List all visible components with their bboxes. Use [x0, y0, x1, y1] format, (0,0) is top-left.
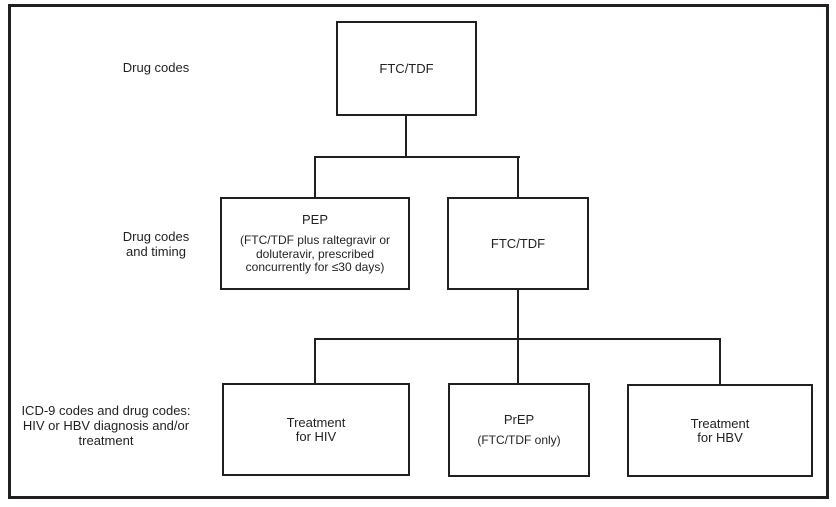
node-detail: (FTC/TDF only)	[477, 433, 561, 448]
connector-to-prep-box	[517, 338, 519, 385]
node-detail: (FTC/TDF plus raltegravir or doluteravir…	[240, 234, 390, 275]
connector-branch-1-horizontal	[314, 156, 520, 158]
node-title-line: Treatment	[690, 415, 750, 431]
node-title: FTC/TDF	[379, 61, 434, 76]
node-detail-line: doluteravir, prescribed	[255, 246, 375, 261]
row-label-drug-codes: Drug codes	[122, 60, 190, 75]
connector-to-treatment-hbv-box	[719, 338, 721, 386]
node-prep: PrEP (FTC/TDF only)	[448, 383, 590, 477]
node-title: PrEP	[503, 412, 535, 428]
connector-mid-box-down	[517, 288, 519, 340]
node-title-line: for HIV	[295, 428, 337, 444]
node-title: PEP	[301, 212, 328, 228]
node-detail-line: concurrently for ≤30 days)	[245, 260, 385, 275]
connector-to-treatment-hiv-box	[314, 338, 316, 385]
node-title: FTC/TDF	[490, 236, 546, 251]
row-label-line: Drug codes	[122, 229, 190, 244]
connector-top-box-down	[405, 114, 407, 158]
row-label-drug-codes-and-timing: Drug codes and timing	[56, 229, 256, 259]
figure-border	[8, 4, 829, 499]
node-pep: PEP (FTC/TDF plus raltegravir or doluter…	[220, 197, 410, 290]
node-treatment-for-hiv: Treatment for HIV	[222, 383, 410, 476]
row-label-line: HIV or HBV diagnosis and/or	[22, 418, 190, 433]
node-ftc-tdf-top: FTC/TDF	[336, 21, 477, 116]
row-label-line: ICD-9 codes and drug codes:	[21, 403, 191, 418]
row-label-line: treatment	[78, 433, 134, 448]
row-label-icd9-codes: ICD-9 codes and drug codes: HIV or HBV d…	[6, 403, 206, 448]
node-detail-line: (FTC/TDF plus raltegravir or	[239, 233, 391, 248]
node-title-line: for HBV	[697, 429, 743, 445]
node-title-line: Treatment	[286, 414, 346, 430]
node-ftc-tdf-middle: FTC/TDF	[447, 197, 589, 290]
node-treatment-for-hbv: Treatment for HBV	[627, 384, 813, 477]
connector-to-mid-ftc-tdf-box	[517, 156, 519, 199]
connector-to-pep-box	[314, 156, 316, 199]
row-label-line: and timing	[126, 244, 186, 259]
